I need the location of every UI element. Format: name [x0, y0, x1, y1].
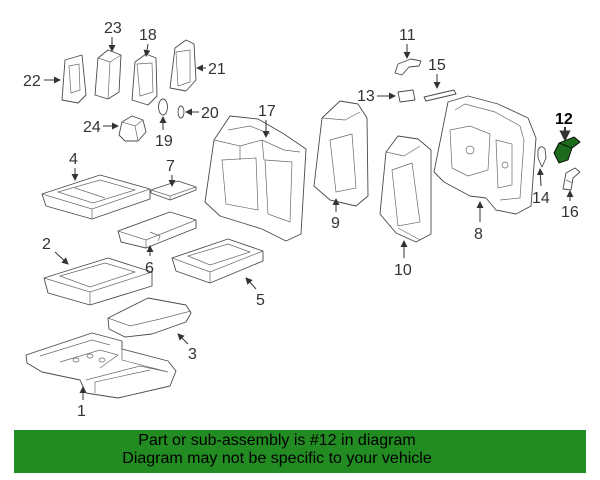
- callout-2-leader: [54, 251, 69, 265]
- part-9: [313, 100, 369, 207]
- part-3: [107, 297, 192, 338]
- callout-8: 8: [474, 226, 483, 243]
- callout-5-leader: [245, 277, 257, 290]
- part-12: [553, 136, 581, 164]
- part-17: [204, 115, 307, 242]
- callout-13: 13: [357, 88, 375, 105]
- callout-4: 4: [69, 151, 78, 168]
- part-23: [94, 49, 122, 100]
- callout-5: 5: [256, 292, 265, 309]
- callout-21: 21: [208, 61, 226, 78]
- part-6: [117, 211, 197, 249]
- part-5: [171, 238, 264, 284]
- part-7: [150, 180, 197, 201]
- callout-3: 3: [188, 346, 197, 363]
- callout-18: 18: [139, 27, 157, 44]
- part-1: [25, 332, 177, 399]
- callout-11: 11: [399, 27, 416, 44]
- callout-17: 17: [258, 103, 276, 120]
- callout-15: 15: [428, 57, 446, 74]
- callout-20: 20: [201, 105, 219, 122]
- callout-10: 10: [394, 262, 412, 279]
- callout-14-leader: [536, 168, 544, 187]
- callout-3-leader: [177, 333, 189, 345]
- part-20: [177, 105, 185, 119]
- callout-16: 16: [561, 204, 579, 221]
- callout-23: 23: [104, 20, 122, 37]
- part-21: [169, 39, 197, 92]
- callout-12: 12: [555, 111, 573, 128]
- part-16: [562, 167, 581, 191]
- banner-line-part-number: Part or sub-assembly is #12 in diagram: [138, 432, 416, 449]
- part-15: [423, 89, 457, 102]
- part-10: [379, 135, 432, 243]
- part-19: [158, 98, 168, 116]
- callout-2: 2: [42, 236, 51, 253]
- callout-19: 19: [155, 133, 173, 150]
- part-11: [394, 58, 422, 76]
- part-14: [537, 146, 547, 168]
- part-4: [41, 174, 151, 220]
- notice-banner: Part or sub-assembly is #12 in diagram D…: [14, 430, 586, 473]
- part-18: [131, 53, 158, 106]
- callout-6: 6: [145, 260, 154, 277]
- callout-22: 22: [23, 73, 41, 90]
- part-13: [397, 89, 416, 103]
- callout-1: 1: [77, 403, 86, 420]
- callout-14: 14: [532, 190, 550, 207]
- callout-24: 24: [83, 119, 101, 136]
- part-8: [433, 95, 537, 215]
- callout-7: 7: [166, 158, 175, 175]
- part-24: [118, 115, 147, 142]
- banner-line-disclaimer: Diagram may not be specific to your vehi…: [122, 450, 432, 467]
- callout-18-leader: [143, 43, 151, 57]
- parts-diagram: 1 2 3 4 5 6 7 8 9 10 11 12 13 14 15 16 1…: [23, 20, 581, 420]
- part-2: [43, 257, 153, 306]
- callout-9: 9: [331, 215, 340, 232]
- part-22: [61, 54, 87, 104]
